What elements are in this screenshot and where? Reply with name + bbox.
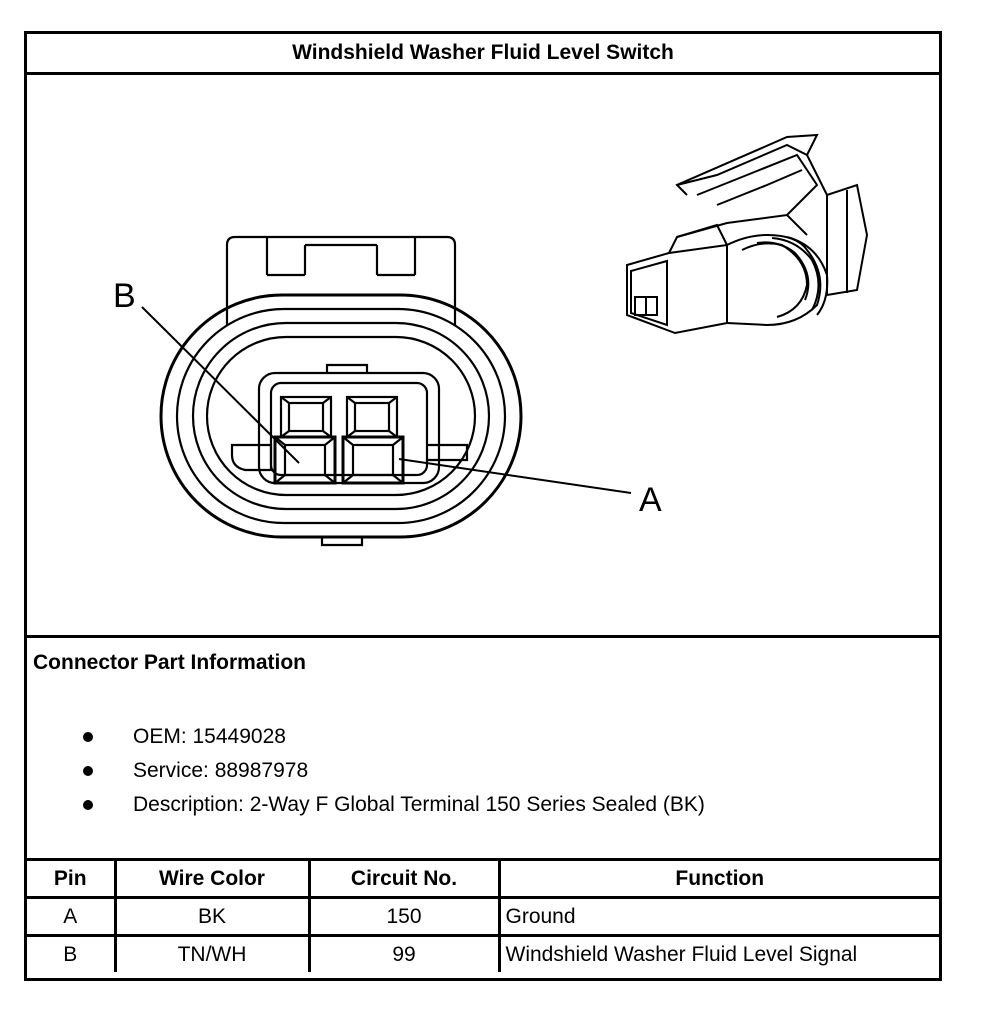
bullet-icon (83, 766, 93, 776)
connector-sheet: Windshield Washer Fluid Level Switch (24, 31, 942, 981)
connector-drawing: B A (113, 133, 869, 547)
connector-isometric-view (626, 133, 869, 335)
cell-function: Ground (497, 896, 939, 937)
header-wire-color: Wire Color (113, 858, 311, 899)
connector-part-info: Connector Part Information OEM: 15449028… (27, 638, 939, 858)
table-row: A BK 150 Ground (27, 896, 939, 937)
cell-circuit-no: 99 (307, 934, 501, 972)
bullet-icon (83, 800, 93, 810)
table-header-row: Pin Wire Color Circuit No. Function (27, 858, 939, 899)
table-row: B TN/WH 99 Windshield Washer Fluid Level… (27, 934, 939, 972)
page-title: Windshield Washer Fluid Level Switch (27, 34, 939, 75)
oem-number: OEM: 15449028 (133, 725, 286, 748)
cell-circuit-no: 150 (307, 896, 501, 937)
header-pin: Pin (27, 858, 117, 899)
callout-b: B (113, 277, 136, 315)
cell-wire-color: TN/WH (113, 934, 311, 972)
connector-figure: B A (27, 75, 939, 638)
cell-wire-color: BK (113, 896, 311, 937)
service-number: Service: 88987978 (133, 759, 309, 782)
callout-a: A (639, 481, 662, 519)
connector-face-view (159, 235, 523, 547)
cell-pin: A (27, 896, 117, 937)
info-heading: Connector Part Information (33, 651, 307, 674)
list-item: OEM: 15449028 (83, 720, 705, 754)
list-item: Description: 2-Way F Global Terminal 150… (83, 788, 705, 822)
list-item: Service: 88987978 (83, 754, 705, 788)
pinout-table: Pin Wire Color Circuit No. Function A BK… (27, 858, 939, 972)
cell-pin: B (27, 934, 117, 972)
bullet-icon (83, 732, 93, 742)
leader-line-b (141, 306, 300, 464)
header-function: Function (497, 858, 939, 899)
leader-line-a (398, 458, 632, 494)
cell-function: Windshield Washer Fluid Level Signal (497, 934, 939, 972)
part-info-list: OEM: 15449028 Service: 88987978 Descript… (83, 720, 705, 822)
header-circuit-no: Circuit No. (307, 858, 501, 899)
connector-description: Description: 2-Way F Global Terminal 150… (133, 793, 705, 816)
